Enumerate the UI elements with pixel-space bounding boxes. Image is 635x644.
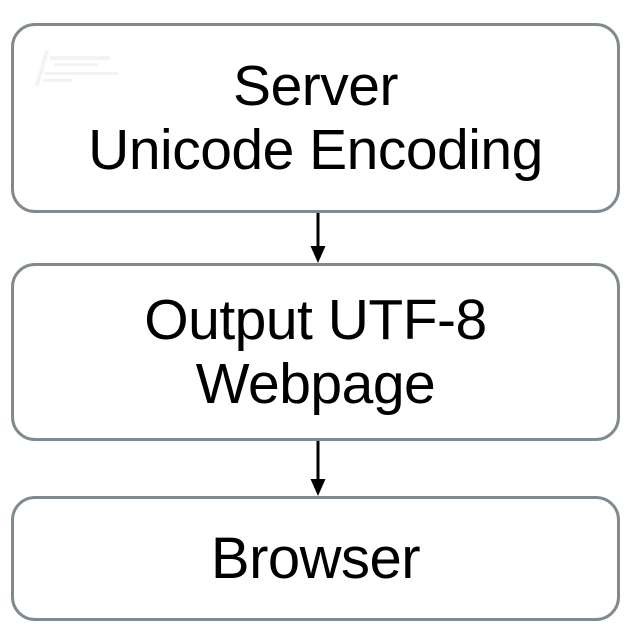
arrow-output-to-browser — [310, 441, 326, 496]
node-server[interactable]: Server Unicode Encoding — [11, 23, 620, 213]
down-arrow-icon — [310, 441, 326, 496]
arrow-server-to-output — [310, 213, 326, 263]
node-output-utf8-webpage[interactable]: Output UTF-8 Webpage — [11, 263, 620, 441]
node-server-line-2: Unicode Encoding — [88, 118, 543, 182]
watermark-logo — [34, 48, 132, 88]
node-server-line-1: Server — [233, 53, 398, 118]
node-output-line-2: Webpage — [195, 352, 436, 416]
node-output-line-1: Output UTF-8 — [144, 287, 487, 352]
down-arrow-icon — [310, 213, 326, 263]
node-browser-line-1: Browser — [210, 525, 421, 591]
node-browser[interactable]: Browser — [11, 496, 620, 621]
